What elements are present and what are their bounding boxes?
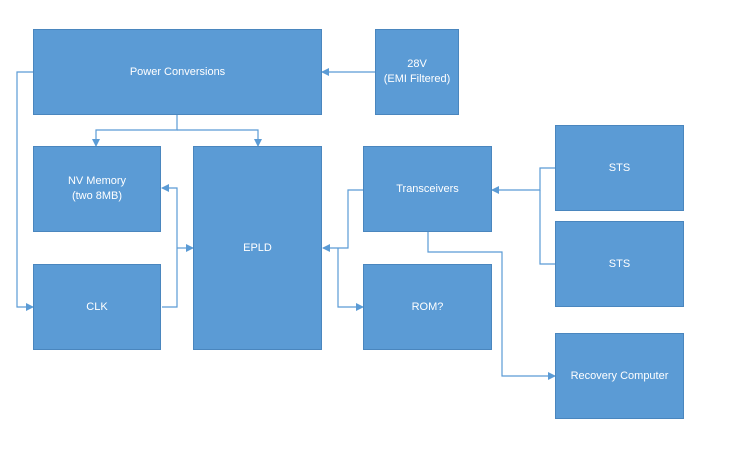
sts-block-1: STS xyxy=(555,125,684,211)
nv-memory-sublabel: (two 8MB) xyxy=(71,190,123,202)
arrow-power-to-epld xyxy=(177,129,262,147)
epld-block: EPLD xyxy=(193,146,322,350)
recovery-computer-block: Recovery Computer xyxy=(555,333,684,419)
supply-28v-sublabel: (EMI Filtered) xyxy=(383,73,451,85)
connector-sts2-to-transceivers xyxy=(539,190,555,265)
arrow-epld-to-rom xyxy=(337,248,364,311)
power-conversions-block: Power Conversions xyxy=(33,29,322,115)
arrow-transceivers-to-recovery xyxy=(427,232,556,380)
supply-28v-label: 28V xyxy=(407,58,427,70)
nv-memory-label: NV Memory xyxy=(67,175,127,187)
arrow-power-to-nvmemory xyxy=(92,115,178,147)
sts-label-1: STS xyxy=(608,161,631,174)
clk-block: CLK xyxy=(33,264,161,350)
clk-label: CLK xyxy=(86,300,108,313)
sts-block-2: STS xyxy=(555,221,684,307)
arrow-power-to-clk xyxy=(16,71,34,311)
sts-label-2: STS xyxy=(608,257,631,270)
arrow-transceivers-to-epld xyxy=(322,189,363,252)
recovery-computer-label: Recovery Computer xyxy=(570,369,669,382)
arrow-clk-to-nvmemory xyxy=(161,184,178,308)
arrow-sts1-to-transceivers xyxy=(491,167,555,194)
transceivers-block: Transceivers xyxy=(363,146,492,232)
rom-block: ROM? xyxy=(363,264,492,350)
rom-label: ROM? xyxy=(411,300,444,313)
epld-label: EPLD xyxy=(243,241,272,254)
power-conversions-label: Power Conversions xyxy=(129,65,226,78)
transceivers-label: Transceivers xyxy=(396,182,459,195)
nv-memory-block: NV Memory (two 8MB) xyxy=(33,146,161,232)
supply-28v-block: 28V (EMI Filtered) xyxy=(375,29,459,115)
